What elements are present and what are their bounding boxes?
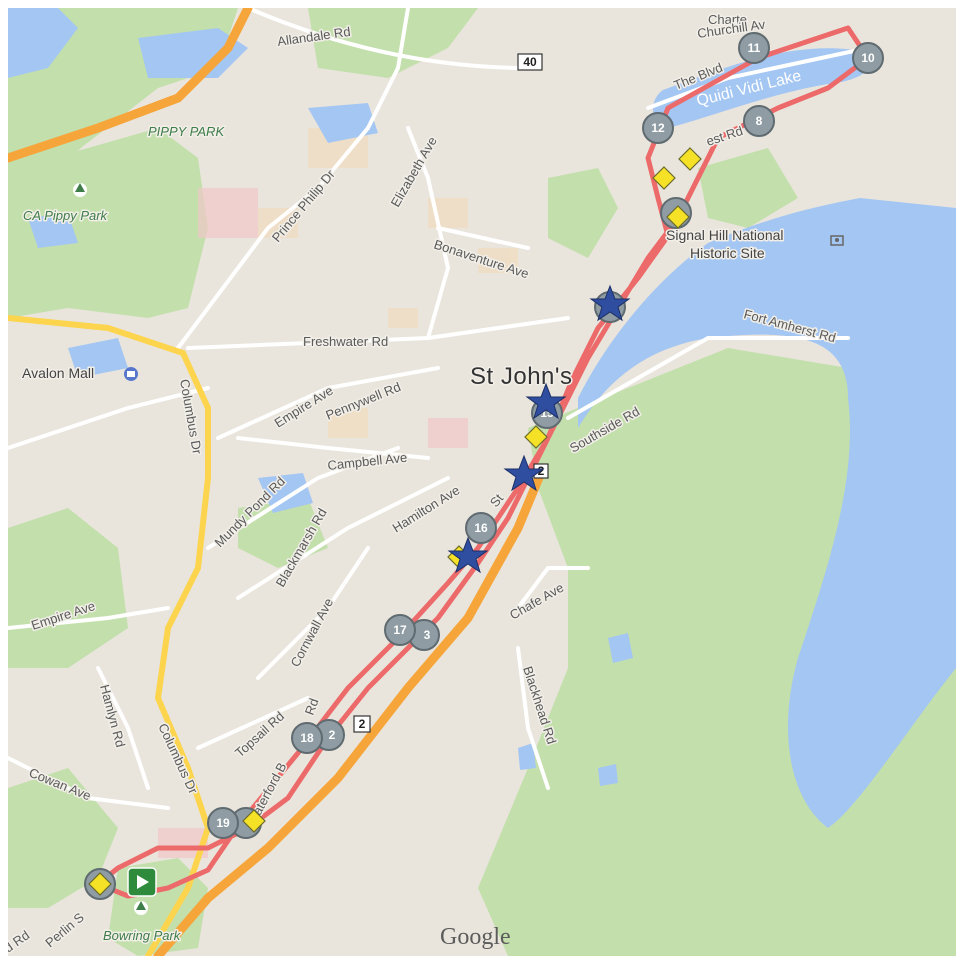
lap-marker-18[interactable]: 18	[291, 722, 323, 754]
minor-roads	[8, 8, 870, 810]
lap-marker-19[interactable]: 19	[207, 807, 239, 839]
highway	[8, 8, 548, 956]
route-shield-40: 40	[517, 53, 543, 71]
diamond-waypoint-icon	[524, 425, 548, 449]
lap-marker-17[interactable]: 17	[384, 614, 416, 646]
pippy-park-label: PIPPY PARK	[148, 124, 225, 139]
star-waypoint-icon	[447, 536, 489, 574]
diamond-waypoint-icon	[666, 205, 690, 229]
google-attribution: Google	[440, 924, 511, 950]
svg-text:11: 11	[748, 41, 761, 55]
svg-text:12: 12	[651, 121, 665, 135]
svg-text:40: 40	[523, 55, 537, 69]
historic-site-label: Historic Site	[690, 245, 765, 261]
svg-text:10: 10	[861, 51, 875, 65]
star-waypoint-icon	[503, 454, 545, 492]
shopping-icon	[124, 367, 138, 381]
lap-marker-10[interactable]: 10	[852, 42, 884, 74]
diamond-waypoint-icon	[678, 147, 702, 171]
lap-marker-16[interactable]: 16	[465, 512, 497, 544]
camera-icon	[830, 235, 844, 246]
svg-text:3: 3	[424, 628, 431, 642]
svg-text:18: 18	[300, 731, 314, 745]
lap-marker-12[interactable]: 12	[642, 112, 674, 144]
freshwater-rd-label: Freshwater Rd	[303, 334, 388, 349]
water-bodies	[8, 8, 956, 828]
diamond-waypoint-icon	[242, 809, 266, 833]
route-shield-2: 2	[353, 715, 371, 733]
start-flag-icon[interactable]	[127, 867, 157, 897]
rd-fragment-label: Rd	[302, 696, 322, 717]
star-waypoints[interactable]	[447, 284, 631, 574]
map-canvas[interactable]: Allandale Rd PIPPY PARK CA Pippy Park Pr…	[8, 8, 956, 956]
signal-hill-label: Signal Hill National	[666, 227, 784, 243]
svg-text:8: 8	[756, 114, 763, 128]
svg-text:2: 2	[538, 464, 545, 478]
bowring-park-label: Bowring Park	[103, 928, 182, 943]
svg-text:16: 16	[474, 521, 488, 535]
lap-marker-3[interactable]: 3	[408, 619, 440, 651]
ca-pippy-park-label: CA Pippy Park	[23, 208, 109, 223]
svg-text:19: 19	[216, 816, 230, 830]
svg-text:2: 2	[359, 717, 366, 731]
star-waypoint-icon	[525, 382, 567, 420]
diamond-waypoints[interactable]	[88, 147, 702, 896]
avalon-mall-label: Avalon Mall	[22, 365, 94, 381]
major-roads	[8, 315, 212, 956]
diamond-waypoint-icon	[652, 166, 676, 190]
charter-label: Charte	[708, 12, 747, 27]
diamond-waypoint-icon	[88, 872, 112, 896]
star-waypoint-icon	[589, 284, 631, 322]
svg-text:17: 17	[393, 623, 407, 637]
lap-marker-11[interactable]: 11	[738, 32, 770, 64]
built-areas	[158, 188, 468, 858]
city-label: St John's	[470, 363, 572, 390]
lap-marker-8[interactable]: 8	[743, 105, 775, 137]
svg-text:2: 2	[329, 728, 336, 742]
park-tree-icon	[73, 183, 148, 915]
